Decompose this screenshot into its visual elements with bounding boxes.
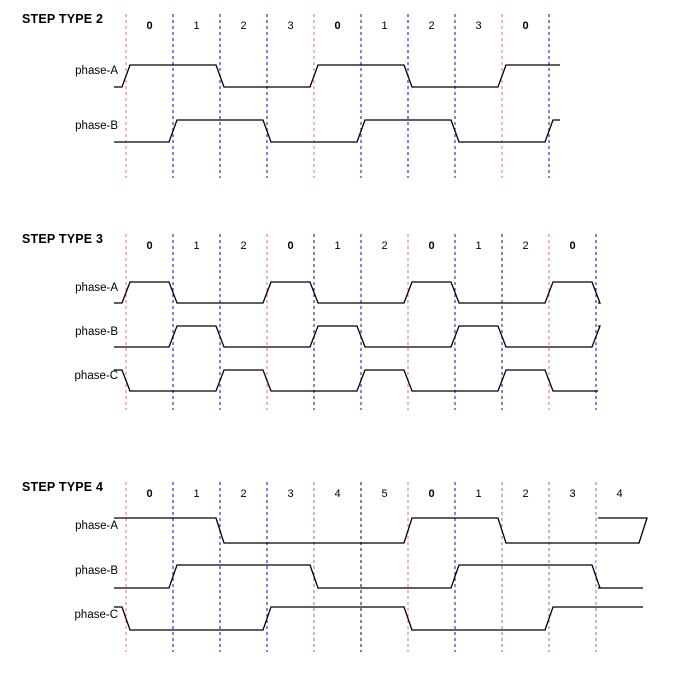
diagram-title-step-type-4: STEP TYPE 4 <box>22 480 104 494</box>
step-number-label: 1 <box>193 488 200 500</box>
step-number-label: 1 <box>193 20 200 32</box>
phase-label-phase-C: phase-C <box>74 370 118 382</box>
step-number-label: 1 <box>334 240 341 252</box>
phase-label-phase-B: phase-B <box>75 120 118 132</box>
step-number-label: 0 <box>569 240 576 252</box>
step-number-label: 2 <box>522 488 529 500</box>
step-number-label: 3 <box>287 488 294 500</box>
step-number-label: 1 <box>475 488 482 500</box>
step-number-label: 0 <box>522 20 529 32</box>
step-number-label: 3 <box>475 20 482 32</box>
diagram-title-step-type-2: STEP TYPE 2 <box>22 12 104 26</box>
step-number-label: 3 <box>287 20 294 32</box>
step-number-label: 4 <box>616 488 623 500</box>
step-number-label: 1 <box>381 20 388 32</box>
step-number-label: 2 <box>240 488 247 500</box>
diagram-title-step-type-3: STEP TYPE 3 <box>22 232 104 246</box>
phase-label-phase-A: phase-A <box>75 65 118 77</box>
phase-label-phase-B: phase-B <box>75 565 118 577</box>
step-number-label: 0 <box>146 240 153 252</box>
step-number-label: 0 <box>287 240 294 252</box>
step-number-label: 0 <box>428 488 435 500</box>
waveform-phase-B <box>114 564 643 589</box>
step-number-label: 2 <box>522 240 529 252</box>
waveform-phase-C <box>114 606 643 631</box>
step-number-label: 1 <box>475 240 482 252</box>
phase-label-phase-C: phase-C <box>74 609 118 621</box>
step-number-label: 5 <box>381 488 388 500</box>
phase-label-phase-A: phase-A <box>75 520 118 532</box>
step-number-label: 2 <box>381 240 388 252</box>
step-number-label: 1 <box>193 240 200 252</box>
waveform-phase-B <box>114 119 560 143</box>
step-number-label: 2 <box>240 240 247 252</box>
step-number-label: 3 <box>569 488 576 500</box>
step-number-label: 0 <box>146 488 153 500</box>
step-number-label: 2 <box>428 20 435 32</box>
phase-label-phase-A: phase-A <box>75 282 118 294</box>
waveform-phase-A <box>114 281 601 304</box>
step-number-label: 0 <box>334 20 341 32</box>
waveform-phase-B <box>114 325 601 348</box>
phase-label-phase-B: phase-B <box>75 326 118 338</box>
waveform-phase-C <box>114 369 598 392</box>
step-number-label: 2 <box>240 20 247 32</box>
step-number-label: 0 <box>146 20 153 32</box>
waveform-phase-A <box>114 64 560 88</box>
step-number-label: 0 <box>428 240 435 252</box>
step-number-label: 4 <box>334 488 341 500</box>
waveform-phase-A <box>114 517 648 544</box>
